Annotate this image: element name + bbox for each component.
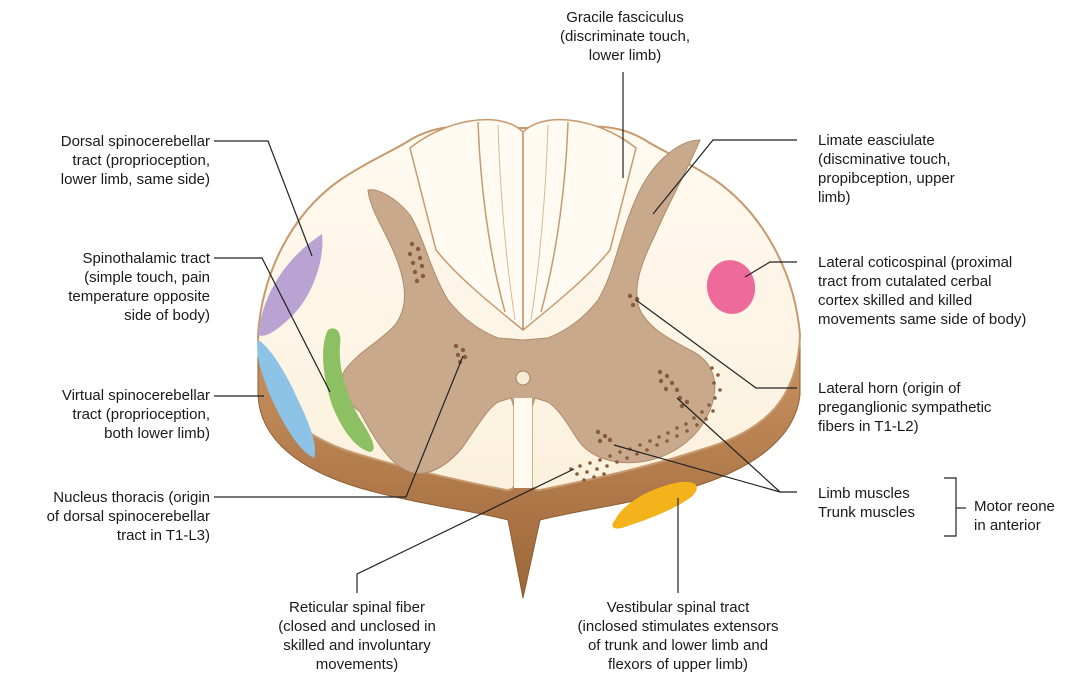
label-line: of dorsal spinocerebellar xyxy=(0,507,210,526)
label-line: (discminative touch, xyxy=(818,150,1018,169)
label-line: Lateral coticospinal (proximal xyxy=(818,253,1080,272)
central-canal xyxy=(516,371,530,385)
label-motor-reone: Motor reone in anterior xyxy=(974,497,1079,535)
label-line: limb) xyxy=(818,188,1018,207)
label-line: both lower limb) xyxy=(0,424,210,443)
label-virtual-spinocerebellar: Virtual spinocerebellar tract (proprioce… xyxy=(0,386,210,443)
label-limate-easciulate: Limate easciulate (discminative touch, p… xyxy=(818,131,1018,207)
label-dorsal-spinocerebellar: Dorsal spinocerebellar tract (propriocep… xyxy=(0,132,210,189)
label-line: Gracile fasciculus xyxy=(535,8,715,27)
label-spinothalamic: Spinothalamic tract (simple touch, pain … xyxy=(0,249,210,325)
label-line: tract (proprioception, xyxy=(0,151,210,170)
label-vestibular-spinal: Vestibular spinal tract (inclosed stimul… xyxy=(558,598,798,674)
label-line: Virtual spinocerebellar xyxy=(0,386,210,405)
label-line: fibers in T1-L2) xyxy=(818,417,1048,436)
label-line: Dorsal spinocerebellar xyxy=(0,132,210,151)
label-line: movements) xyxy=(252,655,462,674)
anterior-fissure-fill xyxy=(514,398,532,488)
label-line: (discriminate touch, xyxy=(535,27,715,46)
label-line: flexors of upper limb) xyxy=(558,655,798,674)
label-line: of trunk and lower limb and xyxy=(558,636,798,655)
label-line: movements same side of body) xyxy=(818,310,1080,329)
label-nucleus-thoracis: Nucleus thoracis (origin of dorsal spino… xyxy=(0,488,210,545)
label-line: Lateral horn (origin of xyxy=(818,379,1048,398)
label-line: Limb muscles xyxy=(818,484,948,503)
label-lateral-coticospinal: Lateral coticospinal (proximal tract fro… xyxy=(818,253,1080,329)
label-line: Vestibular spinal tract xyxy=(558,598,798,617)
label-line: cortex skilled and killed xyxy=(818,291,1080,310)
label-line: Limate easciulate xyxy=(818,131,1018,150)
label-line: tract (proprioception, xyxy=(0,405,210,424)
label-line: (closed and unclosed in xyxy=(252,617,462,636)
label-line: Spinothalamic tract xyxy=(0,249,210,268)
label-reticular-spinal: Reticular spinal fiber (closed and unclo… xyxy=(252,598,462,674)
label-line: side of body) xyxy=(0,306,210,325)
label-line: propibception, upper xyxy=(818,169,1018,188)
label-line: (inclosed stimulates extensors xyxy=(558,617,798,636)
label-lateral-horn: Lateral horn (origin of preganglionic sy… xyxy=(818,379,1048,436)
label-line: Trunk muscles xyxy=(818,503,948,522)
label-line: Nucleus thoracis (origin xyxy=(0,488,210,507)
label-limb-trunk-muscles: Limb muscles Trunk muscles xyxy=(818,484,948,522)
label-line: skilled and involuntary xyxy=(252,636,462,655)
label-line: in anterior xyxy=(974,516,1079,535)
label-line: lower limb) xyxy=(535,46,715,65)
label-line: tract from cutalated cerbal xyxy=(818,272,1080,291)
label-line: (simple touch, pain xyxy=(0,268,210,287)
label-line: lower limb, same side) xyxy=(0,170,210,189)
label-gracile-fasciculus: Gracile fasciculus (discriminate touch, … xyxy=(535,8,715,65)
label-line: preganglionic sympathetic xyxy=(818,398,1048,417)
label-line: Reticular spinal fiber xyxy=(252,598,462,617)
label-line: tract in T1-L3) xyxy=(0,526,210,545)
label-line: Motor reone xyxy=(974,497,1079,516)
label-line: temperature opposite xyxy=(0,287,210,306)
